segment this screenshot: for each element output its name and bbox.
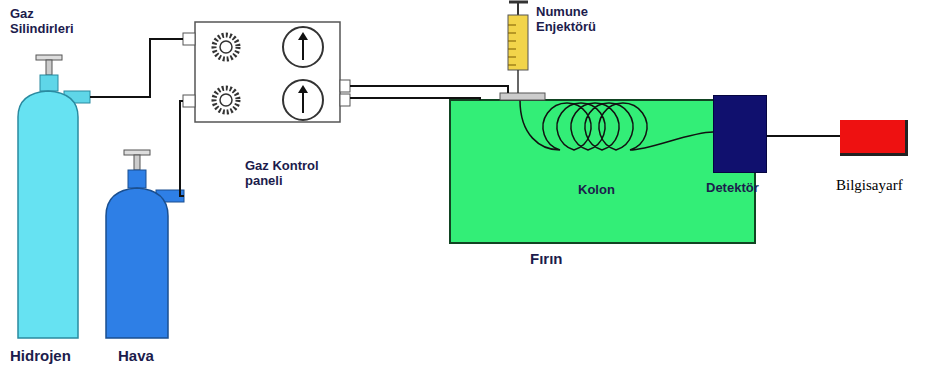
column-coil xyxy=(520,100,713,150)
node-label: Numune Enjektörü xyxy=(536,4,616,34)
gas-line xyxy=(90,39,183,97)
gas-line xyxy=(350,86,508,93)
part-label: Gaz Silindirleri xyxy=(10,6,90,36)
gas-line xyxy=(180,101,184,196)
gas-cylinder: Hava xyxy=(106,150,184,338)
oven-box xyxy=(450,100,755,243)
control-panel xyxy=(183,22,350,122)
gas-line xyxy=(350,98,480,100)
node-label: Fırın xyxy=(530,250,563,267)
node-label: Hava xyxy=(118,347,154,364)
oven: FırınDetektör xyxy=(450,100,755,243)
computer-box: Bilgisayarf xyxy=(840,120,908,156)
air-cylinder xyxy=(106,150,184,338)
detector-box: Detektör xyxy=(713,95,767,173)
gas-control-panel: Gaz Kontrol paneli xyxy=(195,22,340,122)
node-label: Hidrojen xyxy=(10,347,71,364)
node-label: Gaz Kontrol paneli xyxy=(245,158,323,188)
hydrogen-cylinder xyxy=(18,55,90,338)
part-label: Kolon xyxy=(578,182,615,197)
sample-injector: Numune Enjektörü xyxy=(505,0,531,93)
node-label: Bilgisayarf xyxy=(836,178,903,193)
gas-cylinder: Hidrojen xyxy=(18,55,90,338)
node-label: Detektör xyxy=(706,180,759,195)
gas-line xyxy=(767,135,840,137)
